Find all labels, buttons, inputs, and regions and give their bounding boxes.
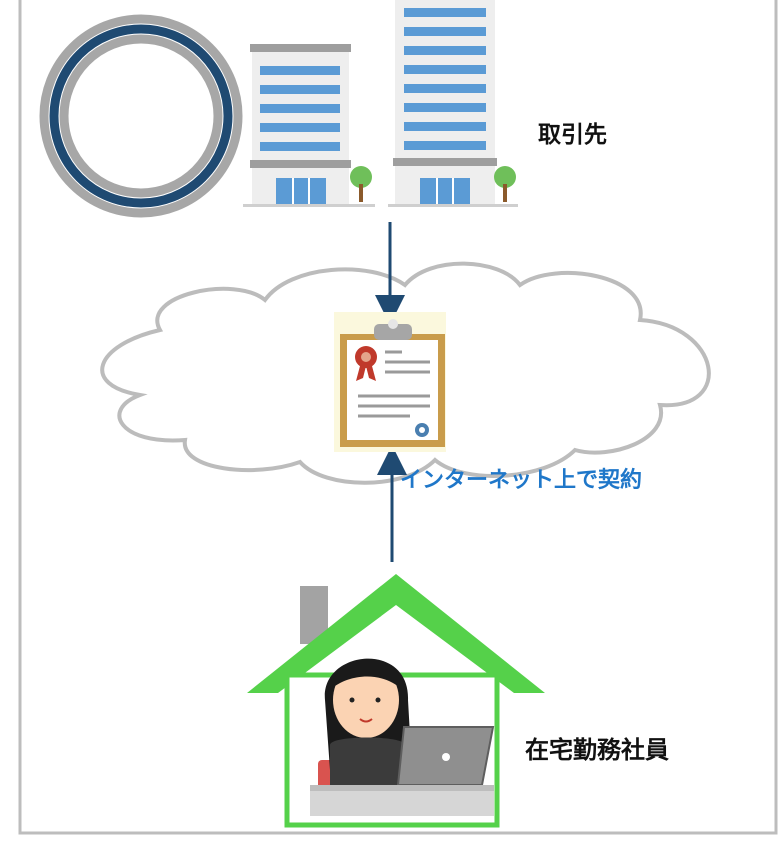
partner-label: 取引先 xyxy=(538,122,607,148)
remote-worker-label: 在宅勤務社員 xyxy=(525,736,669,764)
woman-with-laptop-icon xyxy=(310,658,495,816)
diagram-frame xyxy=(18,0,778,835)
internet-contract-label: インターネット上で契約 xyxy=(400,468,643,493)
contract-document-icon xyxy=(334,312,446,452)
ring-seal-icon xyxy=(39,14,243,218)
office-buildings-icon xyxy=(243,0,518,207)
